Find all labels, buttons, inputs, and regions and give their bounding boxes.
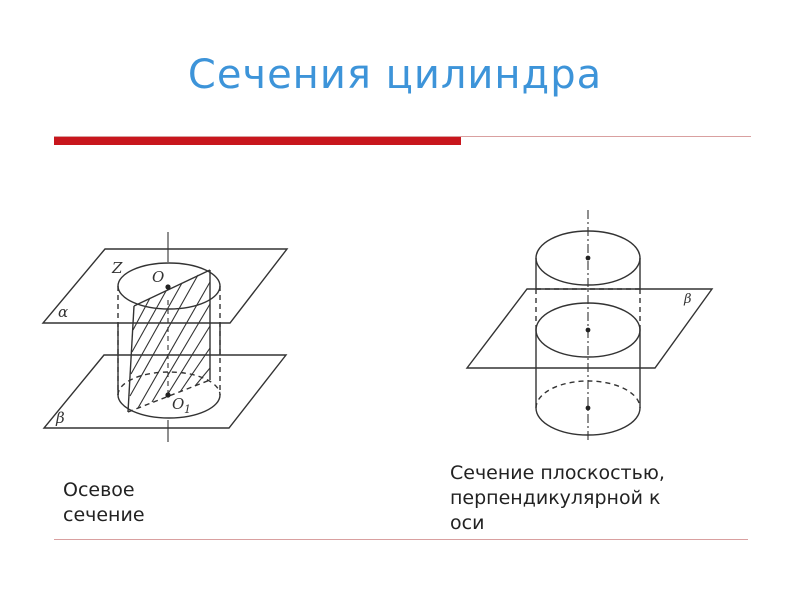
accent-bar	[54, 137, 461, 145]
section-bottom-diameter	[127, 379, 211, 413]
axial-section-diagram: Z O O 1 α β	[41, 232, 289, 442]
cylinder-bottom-base-front	[117, 394, 221, 419]
center-section	[585, 327, 591, 333]
label-o-bottom: O	[172, 395, 184, 413]
caption-axial-section: Осевое сечение	[63, 478, 223, 528]
label-alpha: α	[58, 303, 68, 321]
label-beta-right: β	[683, 292, 692, 307]
caption-perpendicular-section: Сечение плоскостью, перпендикулярной к о…	[450, 461, 750, 536]
point-o-top	[165, 284, 171, 290]
caption-axial-line-2: сечение	[63, 504, 145, 526]
caption-perp-line-2: перпендикулярной к	[450, 487, 661, 509]
label-beta-left: β	[55, 409, 65, 427]
section-left-edge	[127, 305, 135, 413]
bottom-divider	[54, 539, 748, 540]
slide-title: Сечения цилиндра	[187, 52, 603, 98]
center-bottom	[585, 405, 591, 411]
caption-perp-line-1: Сечение плоскостью,	[450, 462, 665, 484]
plane-beta-right	[465, 288, 714, 369]
cylinder-bottom-base-right-back	[535, 380, 641, 409]
plane-alpha	[41, 248, 289, 324]
section-hatching	[129, 274, 211, 409]
perpendicular-section-diagram: β	[465, 210, 714, 440]
cylinder-bottom-base-right-front	[535, 407, 641, 436]
center-top	[585, 255, 591, 261]
label-o-top: O	[152, 268, 164, 286]
label-o-bottom-subscript: 1	[184, 403, 191, 416]
top-divider	[54, 136, 751, 137]
caption-perp-line-3: оси	[450, 512, 485, 534]
cylinder-bottom-base-back	[117, 371, 221, 396]
point-o-bottom	[165, 392, 171, 398]
plane-beta	[42, 354, 288, 429]
label-z: Z	[111, 259, 123, 277]
caption-axial-line-1: Осевое	[63, 479, 135, 501]
